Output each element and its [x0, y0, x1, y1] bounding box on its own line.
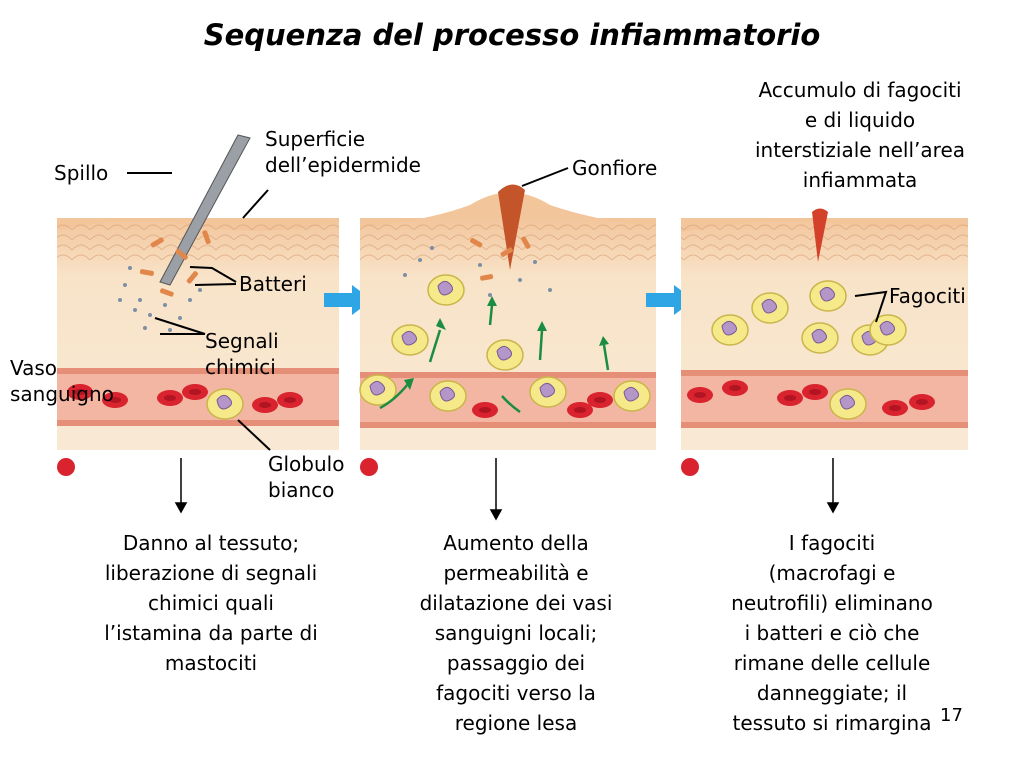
- label-accumulo: Accumulo di fagociti e di liquido inters…: [755, 78, 965, 192]
- caption-step-2: Aumento della permeabilità e dilatazione…: [419, 531, 613, 735]
- label-superficie: Superficie dell’epidermide: [265, 127, 421, 177]
- label-gonfiore: Gonfiore: [572, 156, 658, 180]
- bullet-dot-3: [681, 458, 699, 476]
- label-batteri: Batteri: [239, 272, 307, 296]
- label-globulo-bianco: Globulo bianco: [268, 452, 345, 502]
- label-spillo: Spillo: [54, 161, 109, 185]
- panel-2: [359, 167, 656, 450]
- caption-step-1: Danno al tessuto; liberazione di segnali…: [104, 531, 318, 675]
- panel-3: [681, 208, 968, 450]
- bullet-dot-2: [360, 458, 378, 476]
- label-vaso-sanguigno: Vaso sanguigno: [10, 356, 114, 406]
- label-fagociti: Fagociti: [889, 284, 966, 308]
- panel-1: [57, 134, 339, 451]
- slide-number: 17: [940, 705, 963, 726]
- caption-step-3: I fagociti (macrofagi e neutrofili) elim…: [731, 531, 933, 735]
- title: Sequenza del processo infiammatorio: [203, 18, 821, 52]
- bullet-dot-1: [57, 458, 75, 476]
- label-segnali-chimici: Segnali chimici: [205, 329, 279, 379]
